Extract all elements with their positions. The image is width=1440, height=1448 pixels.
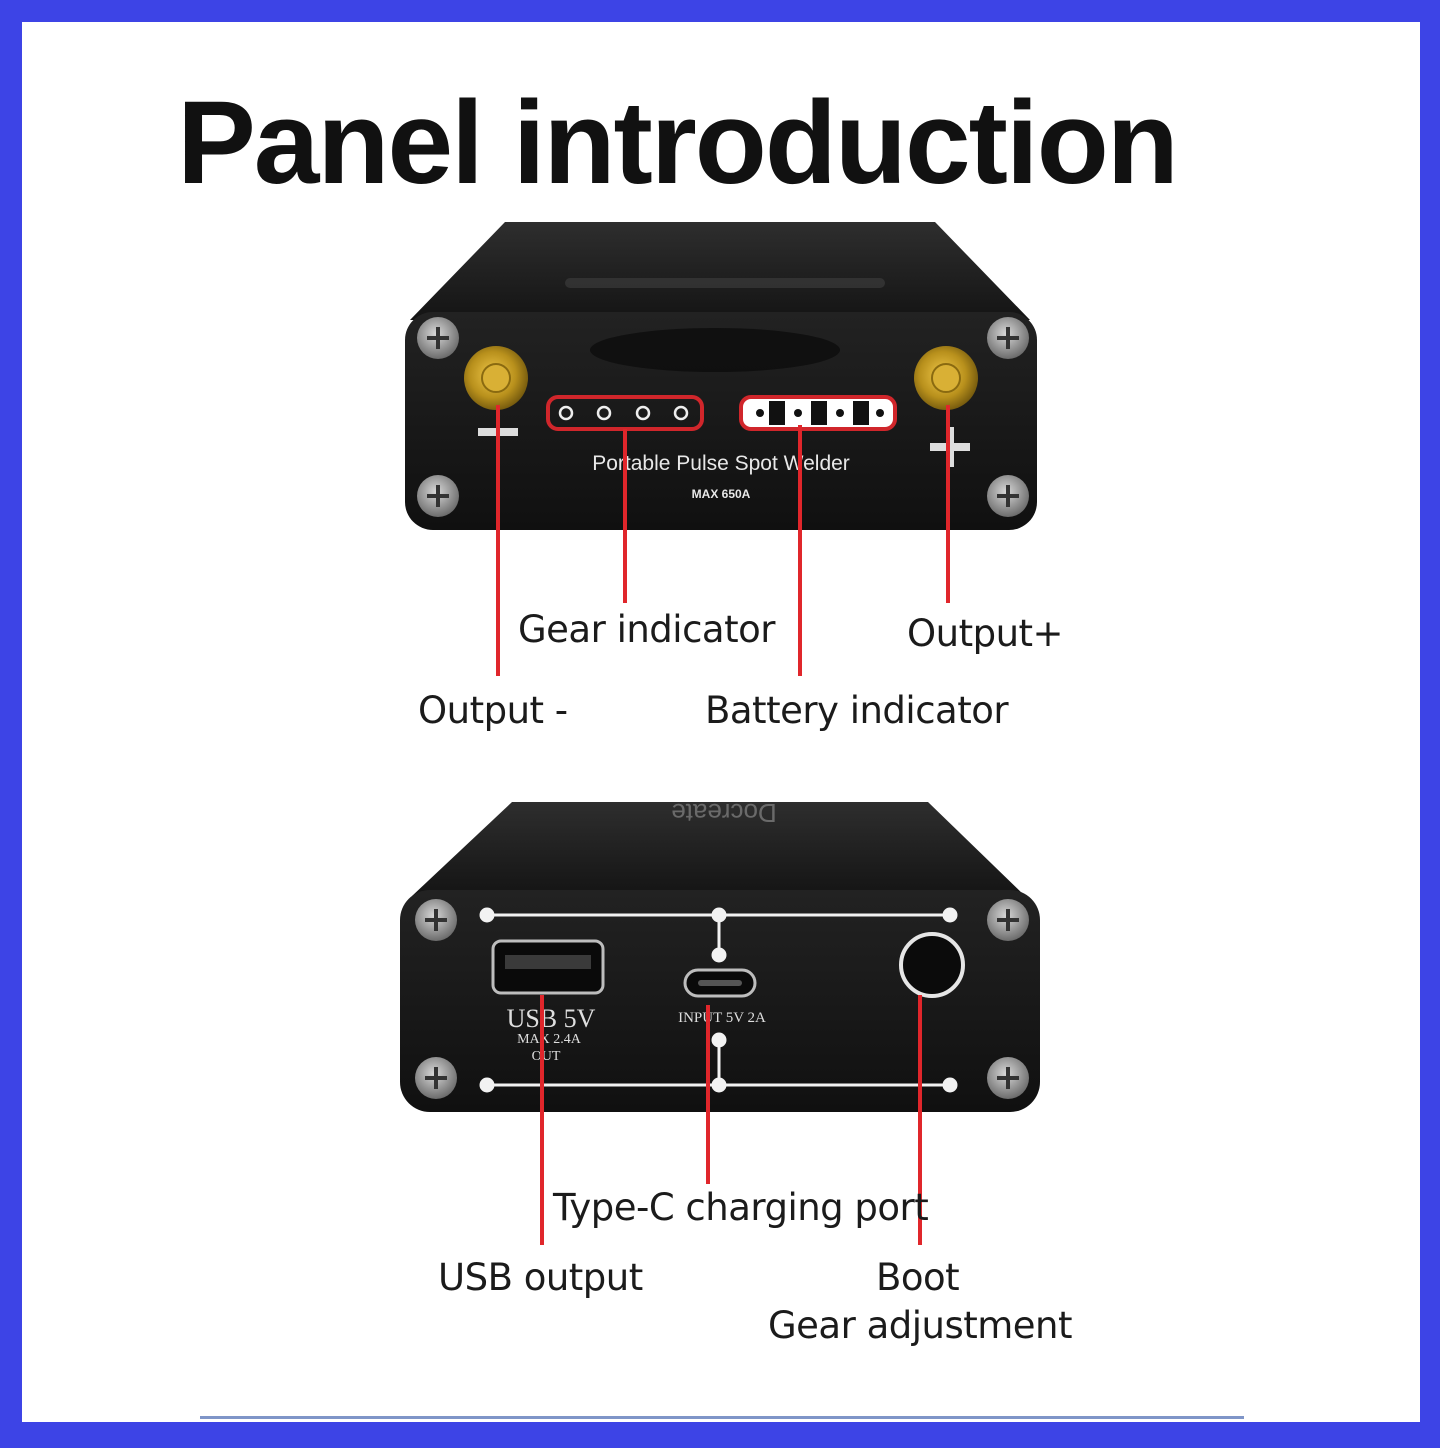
screw-icon [987,317,1029,359]
typec-port-label: Type-C charging port [553,1186,929,1229]
input-label: INPUT 5V 2A [678,1010,766,1026]
battery-indicator-label: Battery indicator [705,689,1009,732]
usb-port [491,939,605,995]
page-title: Panel introduction [177,77,1179,209]
usb-output-label: USB output [438,1256,643,1299]
front-callout-lines [496,405,950,676]
back-device: Docreate [400,798,1040,1112]
gear-adjustment-label: Gear adjustment [768,1304,1073,1347]
boot-label: Boot [876,1256,960,1299]
screw-icon [415,899,457,941]
battery-indicator-leds [739,395,897,431]
screw-icon [987,1057,1029,1099]
screw-icon [987,475,1029,517]
output-minus-label: Output - [418,689,568,732]
screw-icon [987,899,1029,941]
output-minus-terminal [464,346,528,436]
screw-icon [417,475,459,517]
boot-button-icon [899,932,965,998]
back-device-top [412,802,1025,896]
screw-icon [417,317,459,359]
screw-icon [415,1057,457,1099]
device-sublabel: MAX 650A [692,487,751,501]
back-callout-lines [540,995,922,1245]
typec-port [683,968,757,998]
usb-sublabel-2: OUT [532,1049,561,1064]
front-device-face [405,312,1037,530]
bottom-divider [200,1416,1244,1419]
front-device: Portable Pulse Spot Welder MAX 650A [405,222,1037,530]
front-device-top [410,222,1030,320]
usb-label: USB 5V [507,1004,596,1033]
brand-text: Docreate [671,798,777,828]
gear-indicator-label: Gear indicator [518,608,775,651]
usb-sublabel-1: MAX 2.4A [517,1032,582,1047]
output-plus-label: Output+ [907,612,1064,655]
panel-deco-lines [479,907,958,1093]
device-label: Portable Pulse Spot Welder [592,452,850,475]
